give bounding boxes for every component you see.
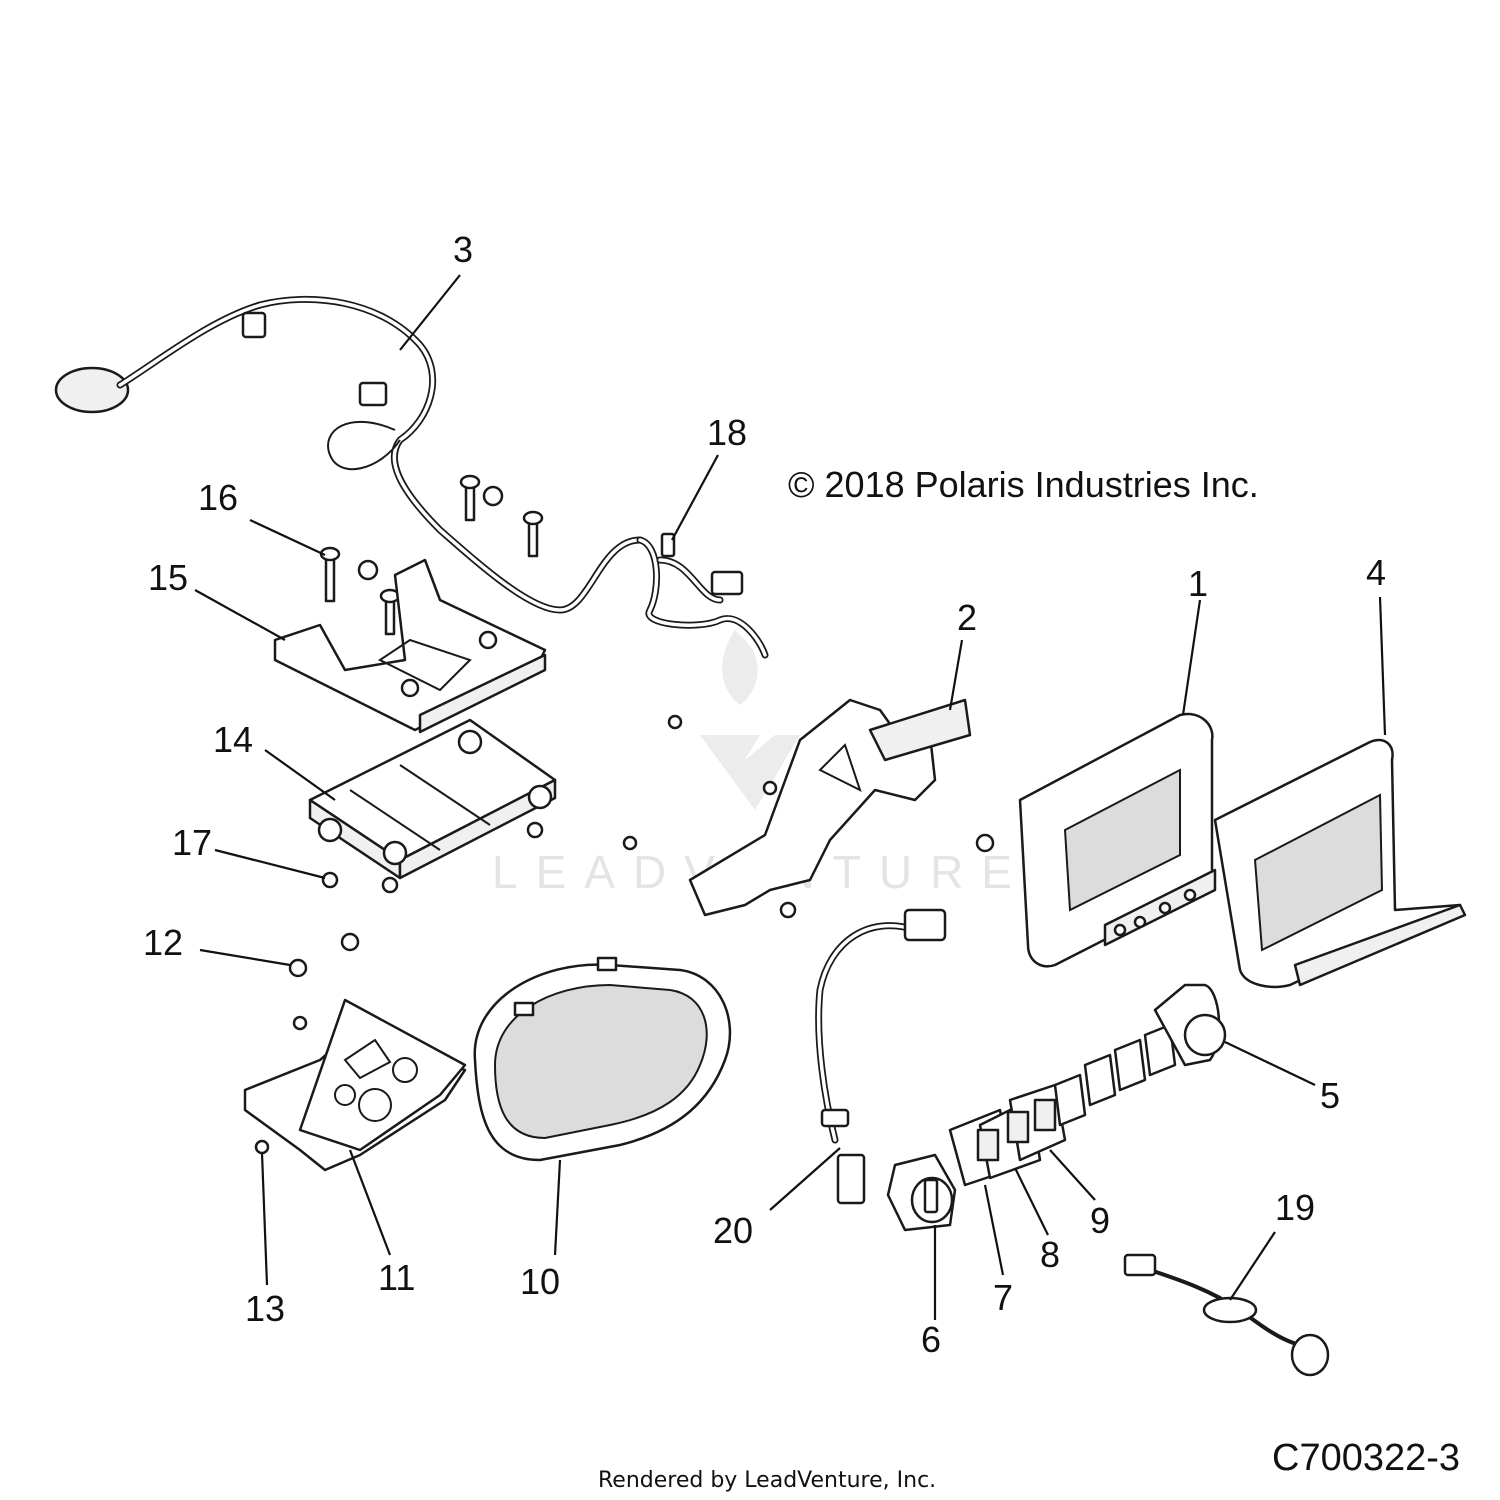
callout-1: 1: [1188, 563, 1208, 604]
bracket-11: [243, 998, 467, 1172]
callout-15: 15: [148, 557, 188, 598]
module-14: [308, 718, 557, 880]
copyright-notice: © 2018 Polaris Industries Inc.: [788, 464, 1259, 505]
harness-3: [54, 295, 644, 614]
callout-3: 3: [453, 229, 473, 270]
callout-18: 18: [707, 412, 747, 453]
callout-5: 5: [1320, 1075, 1340, 1116]
bracket-15: [273, 558, 547, 734]
display-1: [1018, 712, 1217, 968]
blanks-and-socket-5: [1053, 983, 1227, 1127]
grommets-17: [321, 821, 544, 894]
render-credit: Rendered by LeadVenture, Inc.: [598, 1468, 936, 1493]
key-switch-6: [886, 1153, 957, 1232]
callout-10: 10: [520, 1261, 560, 1302]
callout-7: 7: [993, 1277, 1013, 1318]
bolts-16: [319, 474, 544, 636]
switches-7-8-9: [948, 1083, 1067, 1187]
callout-12: 12: [143, 922, 183, 963]
callout-16: 16: [198, 477, 238, 518]
callout-6: 6: [921, 1319, 941, 1360]
callout-11: 11: [378, 1257, 415, 1298]
callout-17: 17: [172, 822, 212, 863]
watermark-logo: [700, 630, 800, 810]
leader-lines: [194, 274, 1387, 1320]
bracket-2: [688, 698, 972, 917]
callout-9: 9: [1090, 1200, 1110, 1241]
callout-2: 2: [957, 597, 977, 638]
callout-19: 19: [1275, 1187, 1315, 1228]
harness-18: [636, 532, 769, 659]
drawing-id: C700322-3: [1272, 1437, 1460, 1479]
gauge-cluster-10: [473, 956, 732, 1162]
callout-20: 20: [713, 1210, 753, 1251]
usb-cable-19: [1123, 1253, 1330, 1377]
cable-20: [815, 908, 947, 1205]
callout-4: 4: [1366, 552, 1386, 593]
screws-12: [254, 714, 995, 1155]
callout-13: 13: [245, 1288, 285, 1329]
display-frame-4: [1213, 738, 1467, 989]
callout-8: 8: [1040, 1234, 1060, 1275]
callout-14: 14: [213, 719, 253, 760]
